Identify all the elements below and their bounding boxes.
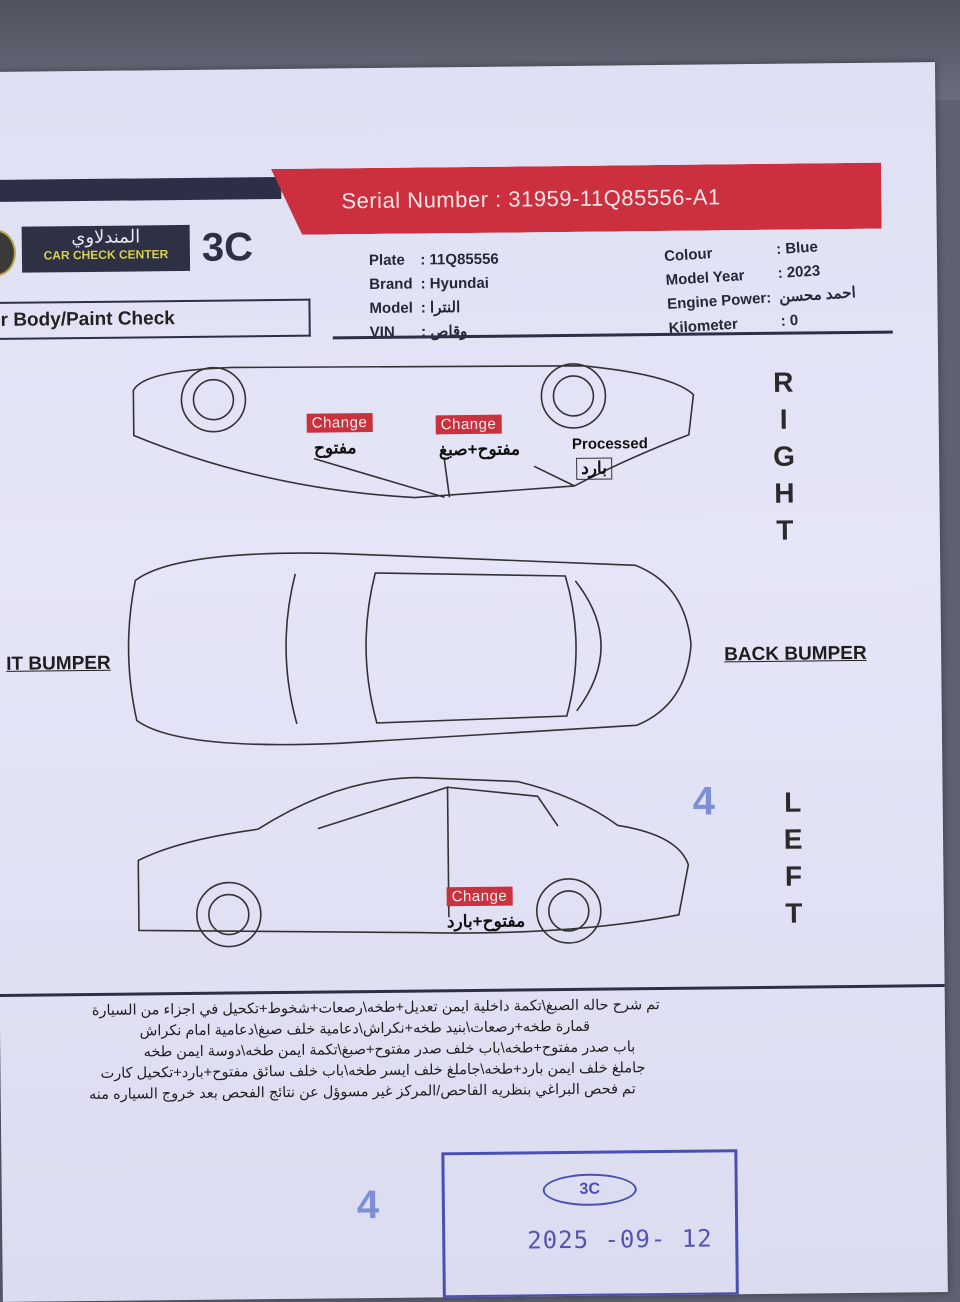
colour-value: : Blue <box>775 238 819 259</box>
stamp-date: 2025 -09- 12 <box>527 1224 713 1255</box>
inspection-sheet: Serial Number : 31959-11Q85556-A1 المندل… <box>0 62 948 1302</box>
model-value: : النترا <box>420 299 461 317</box>
serial-value: 31959-11Q85556-A1 <box>508 184 721 212</box>
annotation-tag: Change <box>306 413 373 433</box>
annotation-note: بارد <box>576 457 613 480</box>
stamp-logo: 3C <box>542 1173 637 1207</box>
logo-arabic: المندلاوي <box>71 226 141 248</box>
notes-divider <box>0 984 945 997</box>
brand-label: Brand <box>369 275 413 294</box>
vehicle-info-right: Colour: Blue Model Year: 2023 Engine Pow… <box>661 232 866 342</box>
footer-page-mark: 4 <box>356 1182 380 1228</box>
logo-english: CAR CHECK CENTER <box>43 247 169 263</box>
car-right-side <box>132 363 695 499</box>
kilometer-value: : 0 <box>780 311 799 330</box>
annotation-note: مفتوح+بارد <box>446 911 526 932</box>
emblem-icon <box>0 229 17 277</box>
letter: L <box>783 786 802 818</box>
letter: T <box>785 897 803 929</box>
annotation-tag: Change <box>446 886 513 907</box>
letter: I <box>779 403 788 435</box>
letter: G <box>773 440 796 472</box>
letter: H <box>774 477 795 509</box>
back-bumper-label: BACK BUMPER <box>724 642 867 666</box>
model-label: Model <box>369 299 413 318</box>
plate-label: Plate <box>368 251 405 270</box>
letter: E <box>783 823 803 855</box>
section-title: r Body/Paint Check <box>0 298 311 340</box>
model-year-value: : 2023 <box>777 262 821 282</box>
annotation-note: مفتوح <box>313 438 357 458</box>
vin-value: : وقاص <box>421 323 468 341</box>
vin-label: VIN <box>369 323 395 342</box>
logo-mark: 3C <box>201 225 254 270</box>
engine-power-value: احمد محسن <box>778 284 857 306</box>
letter: T <box>776 514 794 546</box>
page-mark: 4 <box>692 779 716 824</box>
company-logo: المندلاوي CAR CHECK CENTER <box>21 224 191 273</box>
plate-value: : 11Q85556 <box>420 250 499 269</box>
annotation-tag: Processed <box>571 435 648 453</box>
serial-label: Serial Number : <box>341 186 502 214</box>
vehicle-info-left: Plate : 11Q85556 Brand : Hyundai Model : ال… <box>367 247 508 346</box>
letter: R <box>773 366 794 398</box>
header-band <box>0 176 282 202</box>
inspection-notes: تم شرح حاله الصبغ\تكمة داخلية ايمن تعديل… <box>0 995 661 1107</box>
brand-value: : Hyundai <box>420 274 490 293</box>
car-top-view <box>127 552 692 746</box>
annotation-tag: Change <box>435 414 502 435</box>
front-bumper-label: IT BUMPER <box>6 652 111 675</box>
annotation-note: مفتوح+صبغ <box>438 439 521 460</box>
car-diagrams <box>127 363 695 948</box>
letter: F <box>784 860 803 892</box>
serial-number: Serial Number : 31959-11Q85556-A1 <box>341 184 721 214</box>
car-left-side <box>137 776 690 948</box>
